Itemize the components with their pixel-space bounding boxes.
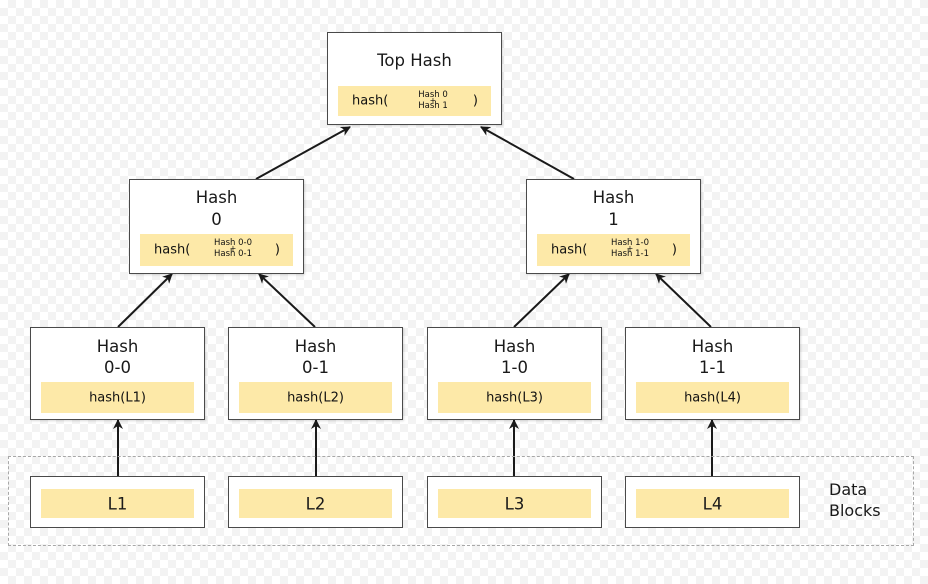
hash-0-arg-b: Hash 0-1 (213, 249, 252, 259)
hash-1-0-node: Hash 1-0 hash(L3) (427, 327, 602, 420)
data-blocks-label-line1: Data (829, 480, 868, 499)
hash-1-1-title: Hash (691, 337, 734, 356)
hash-0-1-formula-text: hash(L2) (287, 390, 344, 405)
hash-1-plus: + (626, 244, 634, 253)
data-block-l4-label: L4 (702, 494, 723, 513)
hash-1-formula: hash( Hash 1-0 + Hash 1-1 ) (537, 234, 690, 266)
hash-1-1-index: 1-1 (699, 358, 726, 377)
data-block-l3-fill: L3 (438, 489, 591, 518)
hash-1-index: 1 (608, 210, 619, 229)
arrow-hash01-to-hash0 (258, 273, 316, 328)
data-block-l1-fill: L1 (41, 489, 194, 518)
hash-0-index: 0 (211, 210, 222, 229)
data-blocks-label-line2: Blocks (829, 501, 881, 520)
hash-0-1-index: 0-1 (302, 358, 329, 377)
hash-0-formula: hash( Hash 0-0 + Hash 0-1 ) (140, 234, 293, 266)
data-block-l3-label: L3 (504, 494, 525, 513)
hash-1-args: Hash 1-0 + Hash 1-1 (595, 234, 665, 266)
data-blocks-region (8, 456, 914, 546)
hash-0-0-formula: hash(L1) (41, 382, 194, 413)
hash-0-arg-a: Hash 0-0 (213, 238, 252, 248)
hash-0-args: Hash 0-0 + Hash 0-1 (198, 234, 268, 266)
data-block-l4-fill: L4 (636, 489, 789, 518)
hash-0-0-formula-text: hash(L1) (89, 390, 146, 405)
data-block-l1: L1 (30, 476, 205, 528)
hash-1-1-formula: hash(L4) (636, 382, 789, 413)
hash-0-1-formula: hash(L2) (239, 382, 392, 413)
hash-1-0-index: 1-0 (501, 358, 528, 377)
hash-0-node: Hash 0 hash( Hash 0-0 + Hash 0-1 ) (129, 179, 304, 274)
hash-0-1-title: Hash (294, 337, 337, 356)
hash-1-title: Hash (592, 188, 635, 207)
hash-1-0-formula: hash(L3) (438, 382, 591, 413)
top-hash-title: Top Hash (377, 51, 452, 70)
arrow-hash1-to-top (480, 126, 575, 180)
top-hash-formula: hash( Hash 0 + Hash 1 ) (338, 86, 491, 116)
hash-0-fn-open: hash( (154, 242, 191, 258)
data-block-l4: L4 (625, 476, 800, 528)
hash-1-fn-open: hash( (551, 242, 588, 258)
hash-1-arg-a: Hash 1-0 (610, 238, 649, 248)
hash-1-0-formula-text: hash(L3) (486, 390, 543, 405)
hash-1-0-title: Hash (493, 337, 536, 356)
hash-1-node: Hash 1 hash( Hash 1-0 + Hash 1-1 ) (526, 179, 701, 274)
top-hash-node: Top Hash hash( Hash 0 + Hash 1 ) (327, 32, 502, 125)
hash-1-arg-b: Hash 1-1 (610, 249, 649, 259)
hash-0-0-node: Hash 0-0 hash(L1) (30, 327, 205, 420)
data-blocks-label: Data Blocks (829, 479, 881, 521)
top-hash-plus: + (429, 96, 437, 105)
data-block-l3: L3 (427, 476, 602, 528)
data-block-l2-label: L2 (305, 494, 326, 513)
arrow-hash0-to-top (255, 126, 351, 180)
hash-0-fn-close: ) (274, 242, 280, 258)
hash-0-1-node: Hash 0-1 hash(L2) (228, 327, 403, 420)
hash-0-plus: + (229, 244, 237, 253)
arrow-hash00-to-hash0 (117, 273, 173, 328)
data-block-l1-label: L1 (107, 494, 128, 513)
top-hash-args: Hash 0 + Hash 1 (398, 86, 468, 116)
hash-1-fn-close: ) (671, 242, 677, 258)
arrow-hash10-to-hash1 (513, 273, 570, 328)
hash-0-0-title: Hash (96, 337, 139, 356)
hash-0-title: Hash (195, 188, 238, 207)
top-hash-fn-open: hash( (352, 93, 389, 109)
data-block-l2-fill: L2 (239, 489, 392, 518)
hash-0-0-index: 0-0 (104, 358, 131, 377)
top-hash-arg-b: Hash 1 (418, 101, 448, 111)
top-hash-arg-a: Hash 0 (418, 90, 448, 100)
arrow-hash11-to-hash1 (655, 273, 712, 328)
hash-1-1-formula-text: hash(L4) (684, 390, 741, 405)
hash-1-1-node: Hash 1-1 hash(L4) (625, 327, 800, 420)
data-block-l2: L2 (228, 476, 403, 528)
top-hash-fn-close: ) (472, 93, 478, 109)
